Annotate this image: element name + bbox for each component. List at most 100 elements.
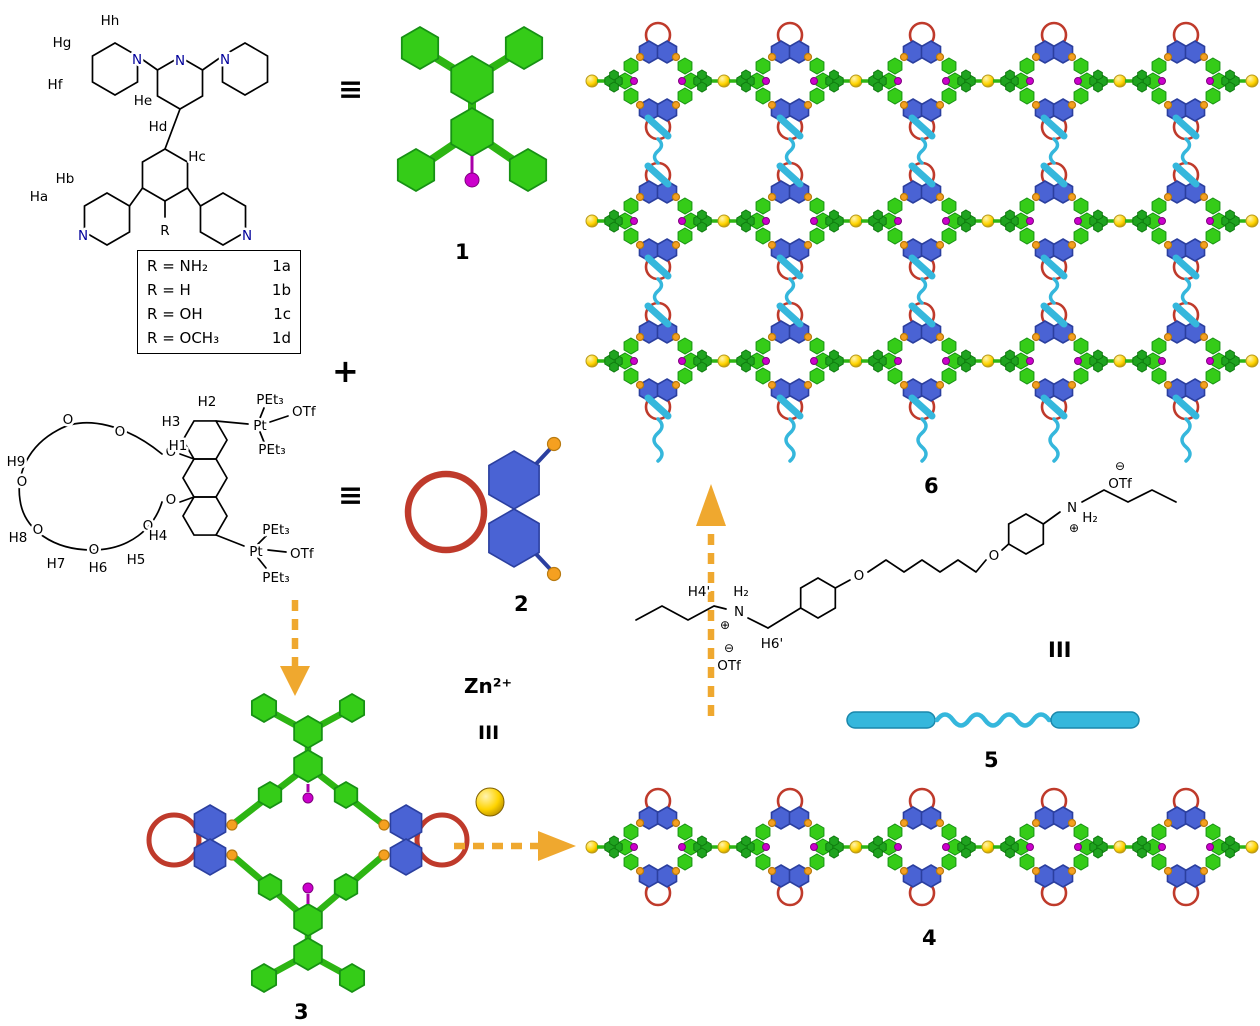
legend-formula: R = OCH₃ (147, 329, 220, 347)
legend-row: R = OH 1c (138, 302, 300, 326)
minus-charge: ⊖ (724, 641, 734, 655)
phosphine-label: PEt₃ (256, 392, 283, 408)
tetrapod-top (228, 694, 388, 829)
ligand-1-cartoon (372, 22, 572, 234)
legend-formula: R = NH₂ (147, 257, 209, 275)
guest-skeleton (635, 489, 1177, 628)
proton-label-h9: H9 (7, 454, 26, 470)
axle-5-cartoon (846, 711, 1140, 729)
n-atom-label: N (132, 52, 142, 68)
pt-corner-dot (546, 566, 562, 582)
proton-label-hb: Hb (56, 171, 75, 187)
macrocycle-unit (1125, 789, 1258, 905)
equivalent-symbol: ≡ (338, 72, 364, 107)
legend-id: 1a (272, 257, 291, 275)
triflate-label: OTf (717, 658, 742, 674)
legend-id: 1b (271, 281, 291, 299)
n-atom-label: N (242, 228, 252, 244)
proton-label-h2: H2 (198, 394, 217, 410)
proton-label-h8: H8 (9, 530, 28, 546)
zinc-node-dot (585, 840, 599, 854)
phosphine-label: PEt₃ (262, 522, 289, 538)
crosslinking-arrow-up (696, 484, 726, 716)
network-rows (585, 23, 1258, 419)
o-atom-label: O (143, 518, 154, 534)
pt-stem (534, 446, 553, 466)
crown-pt-complex-structure: O O O O O O O O H9 H8 H7 H6 H5 H4 H3 H2 … (4, 390, 319, 589)
ammonium-guest-iii-structure: N H₂ ⊕ H4' H6' ⊖ OTf O O N H₂ ⊕ ⊖ OTf (635, 457, 1177, 677)
terpyridine-rings (92, 43, 267, 150)
triflate-label: OTf (292, 404, 317, 420)
compound-5-label: 5 (984, 748, 999, 772)
r-group-label: R (160, 223, 169, 239)
n-atom-label: N (78, 228, 88, 244)
crown-pt-complex-cartoon (404, 428, 583, 590)
o-atom-label: O (89, 542, 100, 558)
pt-atom-label: Pt (249, 544, 262, 560)
o-atom-label: O (33, 522, 44, 538)
o-atom-label: O (115, 424, 126, 440)
o-atom-label: O (63, 412, 74, 428)
n-atom-label: N (1067, 500, 1077, 516)
pt-group-top: Pt PEt₃ OTf PEt₃ (215, 390, 319, 461)
o-atom-label: O (854, 568, 865, 584)
plus-charge: ⊕ (1069, 521, 1079, 535)
self-assembly-arrow-down (280, 600, 310, 696)
proton-label-h6: H6 (89, 560, 108, 576)
acceptor-hexagon (489, 509, 539, 567)
macrocycle-unit (861, 789, 994, 905)
proton-label-hd: Hd (149, 119, 168, 135)
legend-id: 1d (271, 329, 291, 347)
r-stopper-dot (464, 172, 480, 188)
zinc-condition-label: Zn²⁺ (464, 674, 513, 698)
compound-6-label: 6 (924, 474, 939, 498)
legend-row: R = NH₂ 1a (138, 254, 300, 278)
legend-row: R = OCH₃ 1d (138, 326, 300, 350)
pt-stem (534, 552, 553, 572)
ligand-1-structure: N N N N N R Hh Hg Hf He Hd Hc Hb Ha (27, 11, 345, 255)
minus-charge: ⊖ (1115, 459, 1125, 473)
h2-label: H₂ (1082, 510, 1098, 526)
legend-row: R = H 1b (138, 278, 300, 302)
triflate-label: OTf (1108, 476, 1133, 492)
macrocycle-unit (729, 789, 862, 905)
h2-label: H₂ (733, 584, 749, 600)
triflate-label: OTf (290, 546, 315, 562)
pt-junction-dots (226, 819, 390, 861)
n-atom-label: N (220, 52, 230, 68)
guest-condition-label: III (478, 722, 500, 744)
crown-ring-left (146, 812, 202, 868)
phenanthrene-rings (183, 421, 227, 535)
polymerization-arrow-right (454, 831, 576, 861)
pt-group-bottom: Pt PEt₃ OTf PEt₃ (215, 520, 317, 589)
n-atom-label: N (734, 604, 744, 620)
proton-label-h1: H1 (169, 438, 188, 454)
central-phenyl-and-pyridyl-rings (84, 149, 245, 245)
equivalent-symbol: ≡ (338, 478, 364, 513)
legend-formula: R = H (147, 281, 191, 299)
proton-label-h5: H5 (127, 552, 146, 568)
crown-ring-cartoon (404, 470, 488, 554)
proton-label-h7: H7 (47, 556, 66, 572)
plus-charge: ⊕ (720, 618, 730, 632)
proton-label-h4prime: H4' (688, 584, 710, 600)
tetrapod-bottom (228, 851, 388, 992)
plus-symbol: + (332, 352, 359, 390)
compound-3-label: 3 (294, 1000, 309, 1024)
o-atom-label: O (166, 444, 177, 460)
proton-label-he: He (134, 93, 152, 109)
legend-id: 1c (273, 305, 291, 323)
proton-label-hf: Hf (48, 77, 64, 93)
axle-rod-left (846, 711, 936, 729)
axle-crosslinks (648, 118, 1196, 461)
acceptor-hexagon (489, 451, 539, 509)
compound-4-label: 4 (922, 926, 937, 950)
o-atom-label: O (166, 492, 177, 508)
proton-label-hc: Hc (188, 149, 206, 165)
n-atom-label: N (175, 53, 185, 69)
proton-label-h3: H3 (162, 414, 181, 430)
macrocycle-unit (993, 789, 1126, 905)
linear-polymer-4-carto (585, 772, 1258, 922)
metallacycle-3-cartoon (146, 692, 470, 998)
